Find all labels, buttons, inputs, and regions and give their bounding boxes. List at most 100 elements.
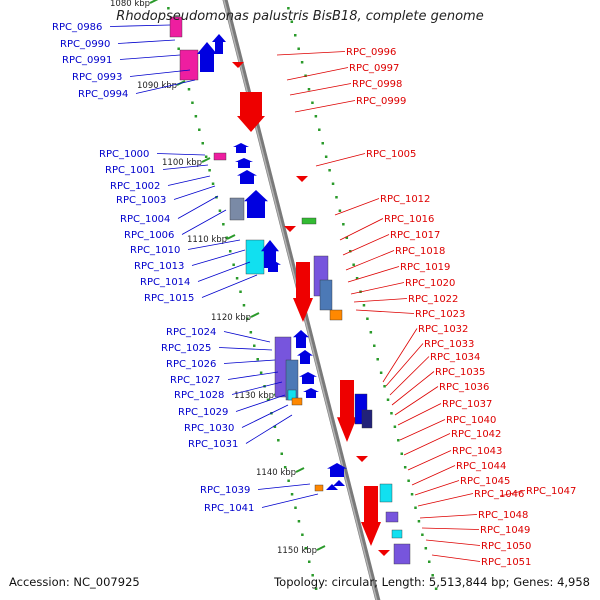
reverse-gene-label: RPC_1044 bbox=[456, 461, 506, 472]
kbp-tick bbox=[316, 545, 326, 551]
reverse-gene-leader bbox=[350, 282, 405, 295]
tick-dot bbox=[256, 358, 259, 361]
reverse-gene-label: RPC_1048 bbox=[478, 510, 528, 521]
forward-gene-leader bbox=[241, 404, 289, 428]
forward-gene-label: RPC_1039 bbox=[200, 485, 250, 496]
forward-gene-leader bbox=[218, 347, 273, 351]
tick-dot bbox=[246, 317, 249, 320]
tick-dot bbox=[369, 331, 373, 334]
tick-dot bbox=[201, 142, 204, 145]
forward-gene-label: RPC_1004 bbox=[120, 214, 170, 225]
forward-gene-leader bbox=[162, 164, 209, 170]
reverse-gene-label: RPC_1040 bbox=[446, 415, 496, 426]
kbp-label: 1110 kbp bbox=[187, 235, 227, 245]
reverse-gene-leader bbox=[411, 465, 456, 486]
forward-gene-label: RPC_0990 bbox=[60, 39, 110, 50]
tick-dot bbox=[294, 506, 297, 509]
forward-gene-arrow bbox=[299, 372, 317, 384]
forward-gene-leader bbox=[201, 274, 258, 298]
forward-gene-label: RPC_1006 bbox=[124, 230, 174, 241]
forward-gene-label: RPC_1025 bbox=[161, 343, 211, 354]
gene-box bbox=[319, 279, 333, 311]
topology-text: Topology: circular; Length: 5,513,844 bp… bbox=[274, 575, 590, 589]
tick-dot bbox=[249, 331, 253, 334]
reverse-gene-leader bbox=[355, 309, 415, 314]
forward-gene-leader bbox=[187, 239, 241, 250]
tick-dot bbox=[266, 398, 270, 401]
reverse-gene-label: RPC_1023 bbox=[415, 309, 465, 320]
genome-title: Rhodopseudomonas palustris BisB18, compl… bbox=[116, 9, 484, 24]
tick-dot bbox=[307, 88, 311, 91]
forward-gene-label: RPC_1015 bbox=[144, 293, 194, 304]
reverse-gene-arrow bbox=[284, 226, 296, 232]
tick-dot bbox=[328, 169, 331, 172]
reverse-gene-label: RPC_1046 bbox=[474, 489, 524, 500]
reverse-gene-arrow bbox=[232, 62, 244, 68]
gene-box bbox=[361, 409, 373, 429]
reverse-gene-arrow bbox=[337, 380, 357, 442]
tick-dot bbox=[290, 20, 294, 23]
forward-gene-arrow bbox=[233, 143, 249, 153]
reverse-gene-label: RPC_1018 bbox=[395, 246, 445, 257]
forward-gene-leader bbox=[135, 79, 196, 94]
forward-gene-leader bbox=[109, 24, 171, 27]
kbp-label: 1100 kbp bbox=[162, 158, 202, 168]
forward-gene-label: RPC_0994 bbox=[78, 89, 128, 100]
reverse-gene-leader bbox=[394, 386, 439, 416]
tick-dot bbox=[373, 344, 376, 347]
kbp-tick bbox=[226, 234, 236, 240]
reverse-gene-leader bbox=[315, 153, 366, 167]
tick-dot bbox=[259, 371, 263, 374]
kbp-tick bbox=[295, 467, 305, 473]
tick-dot bbox=[301, 533, 304, 536]
reverse-gene-label: RPC_1036 bbox=[439, 382, 489, 393]
kbp-label: 1080 kbp bbox=[110, 0, 150, 9]
reverse-gene-label: RPC_1020 bbox=[405, 278, 455, 289]
reverse-gene-leader bbox=[385, 343, 424, 387]
tick-dot bbox=[427, 560, 431, 563]
forward-gene-leader bbox=[261, 493, 319, 508]
forward-gene-label: RPC_1013 bbox=[134, 261, 184, 272]
forward-gene-leader bbox=[181, 209, 227, 235]
forward-gene-leader bbox=[257, 483, 311, 490]
reverse-gene-leader bbox=[403, 433, 451, 456]
tick-dot bbox=[307, 560, 311, 563]
tick-dot bbox=[393, 425, 397, 428]
kbp-tick bbox=[250, 312, 260, 318]
tick-dot bbox=[194, 115, 198, 118]
reverse-gene-leader bbox=[294, 100, 356, 113]
tick-dot bbox=[414, 506, 417, 509]
forward-gene-label: RPC_1000 bbox=[99, 149, 149, 160]
reverse-gene-leader bbox=[421, 527, 480, 530]
reverse-gene-leader bbox=[431, 554, 481, 562]
reverse-gene-leader bbox=[353, 298, 408, 303]
reverse-gene-arrow bbox=[293, 262, 313, 322]
reverse-gene-leader bbox=[389, 356, 430, 396]
reverse-gene-label: RPC_0996 bbox=[346, 47, 396, 58]
tick-dot bbox=[386, 398, 390, 401]
tick-dot bbox=[407, 479, 410, 482]
forward-gene-label: RPC_1027 bbox=[170, 375, 220, 386]
reverse-gene-leader bbox=[382, 328, 418, 383]
forward-gene-label: RPC_1028 bbox=[174, 390, 224, 401]
tick-dot bbox=[362, 304, 366, 307]
tick-dot bbox=[273, 425, 277, 428]
reverse-gene-leader bbox=[276, 51, 346, 56]
tick-dot bbox=[304, 547, 308, 550]
forward-gene-arrow bbox=[326, 484, 338, 490]
tick-dot bbox=[379, 371, 383, 374]
tick-dot bbox=[338, 209, 342, 212]
reverse-gene-label: RPC_0998 bbox=[352, 79, 402, 90]
tick-dot bbox=[293, 34, 297, 37]
kbp-label: 1150 kbp bbox=[277, 546, 317, 556]
reverse-gene-label: RPC_1049 bbox=[480, 525, 530, 536]
tick-dot bbox=[383, 385, 386, 388]
gene-box bbox=[301, 217, 317, 225]
tick-dot bbox=[235, 277, 239, 280]
tick-dot bbox=[277, 439, 280, 442]
forward-gene-arrow bbox=[265, 260, 281, 272]
reverse-gene-label: RPC_1005 bbox=[366, 149, 416, 160]
gene-box bbox=[245, 239, 265, 275]
reverse-gene-label: RPC_1042 bbox=[451, 429, 501, 440]
